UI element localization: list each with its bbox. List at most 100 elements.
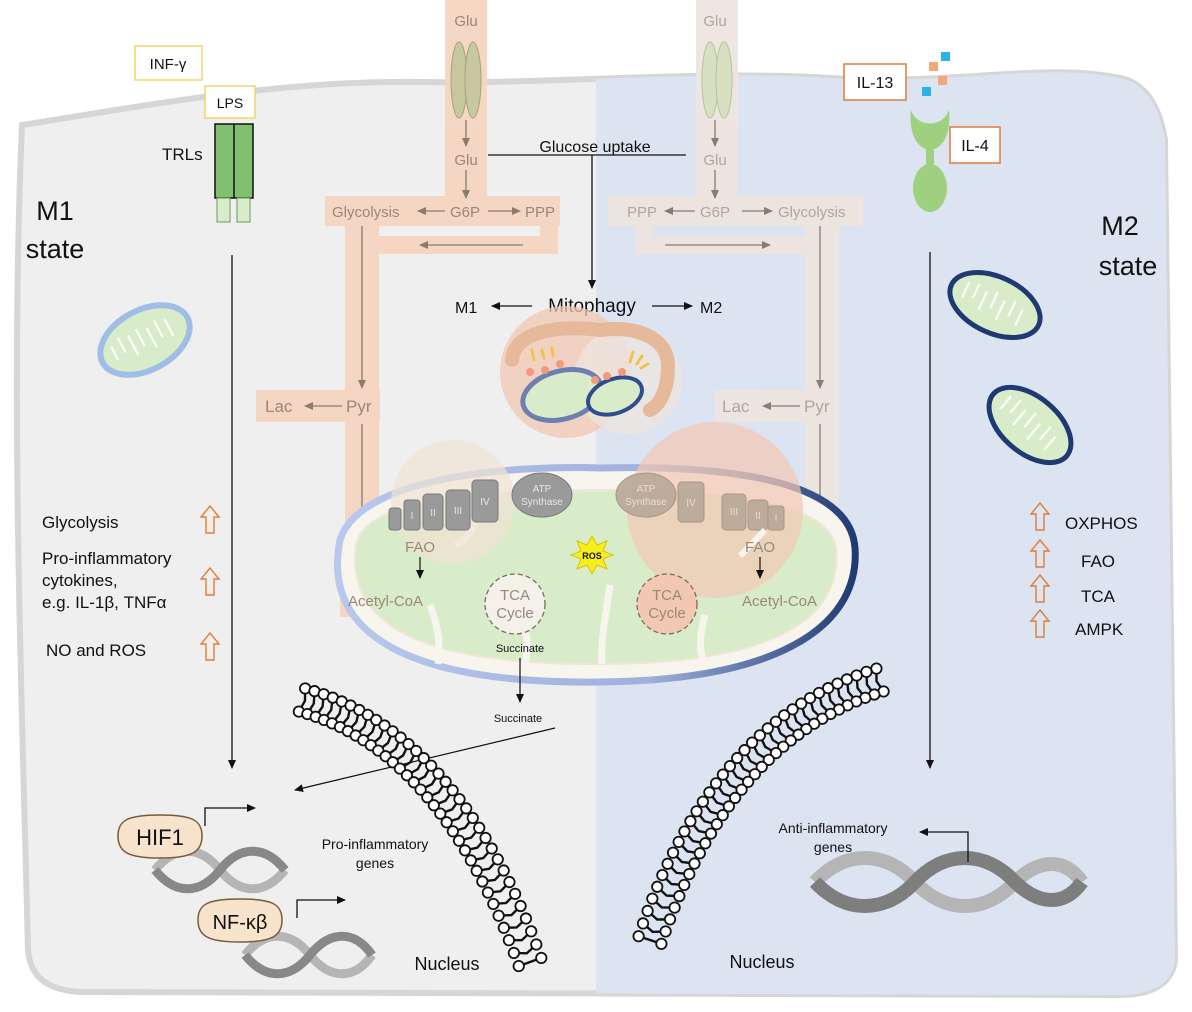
pro-inflammatory-genes-label: Pro-inflammatory genes	[322, 836, 429, 871]
lipid-head	[678, 878, 691, 892]
lipid-head	[731, 751, 744, 765]
m1-mitochondrion-icon	[97, 302, 193, 378]
tca-right-2: Cycle	[648, 605, 686, 622]
lipid-head	[709, 777, 723, 790]
lipid-head	[668, 901, 681, 914]
pyr-left: Pyr	[346, 397, 372, 416]
ros-burst-icon: ROS	[569, 534, 615, 576]
lipid-head	[693, 847, 706, 860]
lipid-head	[519, 912, 533, 925]
lipid-head	[503, 875, 516, 889]
lipid-head	[417, 752, 430, 765]
complex-ii-right: II	[755, 511, 761, 522]
anti-genes-line2: genes	[814, 839, 852, 855]
m2-mitochondrion-icon-2	[986, 384, 1074, 466]
lipid-head	[755, 760, 768, 773]
lipid-head	[722, 800, 735, 813]
tlr-receptor-icon	[214, 123, 254, 223]
tca-cycle-left: TCA Cycle	[484, 573, 546, 635]
lipid-head	[439, 775, 452, 788]
glu-label-inner-right: Glu	[703, 152, 726, 169]
tca-cycle-right: TCA Cycle	[636, 573, 698, 635]
m1-effects-list: Glycolysis Pro-inflammatory cytokines, e…	[42, 513, 172, 660]
m2-effect-ampk: AMPK	[1075, 620, 1124, 639]
lipid-head	[753, 729, 766, 742]
lipid-head	[410, 744, 423, 758]
lipid-head	[651, 880, 664, 893]
lipid-head	[446, 825, 459, 838]
m2-up-arrows	[1029, 501, 1051, 638]
lipid-head	[476, 875, 489, 888]
complex-iv-left: IV	[480, 497, 490, 508]
tca-left-1: TCA	[500, 587, 530, 604]
il13-box: IL-13	[843, 63, 907, 101]
lipid-head	[497, 864, 510, 877]
pro-genes-line2: genes	[356, 855, 394, 871]
lipid-head	[678, 825, 691, 838]
lipid-head	[452, 834, 466, 847]
tca-left-2: Cycle	[496, 605, 534, 622]
lipid-head	[460, 802, 473, 815]
succinate-cyto-label: Succinate	[494, 713, 542, 725]
etc-complexes-right	[615, 472, 785, 531]
complex-iii-right: III	[730, 507, 738, 518]
lipid-head	[672, 835, 685, 849]
hif1-badge: HIF1	[117, 814, 203, 859]
lipid-head	[432, 767, 445, 780]
lipid-head	[485, 842, 498, 855]
lipid-head	[512, 959, 525, 973]
lipid-head	[464, 854, 477, 867]
lipid-head	[688, 857, 701, 870]
ros-label: ROS	[582, 551, 602, 561]
glycolysis-left: Glycolysis	[332, 204, 400, 221]
lipid-head	[470, 864, 483, 877]
nuclear-membrane-right	[632, 662, 890, 950]
complex-iii-left: III	[454, 506, 462, 517]
up-arrow-icon	[1029, 538, 1051, 568]
lipid-head	[729, 791, 742, 804]
cytokine-particles-icon	[922, 52, 950, 96]
g6p-left: G6P	[450, 204, 480, 221]
lipid-head	[655, 937, 668, 950]
anti-inflammatory-genes-label: Anti-inflammatory genes	[779, 820, 888, 855]
lipid-head	[502, 934, 516, 947]
complex-i-left: I	[411, 511, 414, 522]
lipid-head	[738, 744, 751, 757]
dna-helix-m2	[809, 851, 1088, 913]
trls-label: TRLs	[162, 145, 203, 164]
lps-label: LPS	[217, 95, 243, 111]
autophagosome-icon	[500, 306, 682, 438]
lipid-head	[473, 821, 486, 834]
up-arrow-icon	[1029, 501, 1051, 531]
ppp-left: PPP	[525, 204, 555, 221]
m1-state-label: M1 state	[26, 196, 85, 264]
lipid-head	[663, 913, 677, 926]
complex-iv-right: IV	[686, 498, 696, 509]
lipid-head	[761, 722, 774, 735]
lipid-head	[684, 815, 697, 828]
lipid-head	[440, 816, 453, 829]
lipid-head	[641, 904, 654, 918]
mitophagy-m2-label: M2	[700, 300, 722, 317]
lipid-head	[525, 925, 538, 938]
glu-label-inner-left: Glu	[454, 152, 477, 169]
lipid-head	[370, 713, 383, 727]
glucose-uptake-connector: Glucose uptake	[488, 139, 686, 289]
lipid-head	[659, 925, 672, 938]
hif1-label: HIF1	[136, 825, 184, 850]
lipid-head	[704, 827, 718, 840]
lac-left: Lac	[265, 397, 293, 416]
m2-effect-fao: FAO	[1081, 552, 1115, 571]
etc-complexes-left	[388, 472, 573, 531]
g6p-right: G6P	[700, 204, 730, 221]
m2-state-label: M2 state	[1099, 211, 1158, 281]
lipid-head	[723, 760, 737, 773]
lipid-head	[786, 703, 799, 716]
lipid-head	[530, 938, 543, 951]
lipid-head	[434, 807, 447, 820]
lipid-head	[492, 909, 505, 922]
lipid-head	[507, 946, 520, 960]
m2-transcription-arrow	[919, 828, 969, 862]
glucose-transporter-right	[701, 41, 733, 119]
